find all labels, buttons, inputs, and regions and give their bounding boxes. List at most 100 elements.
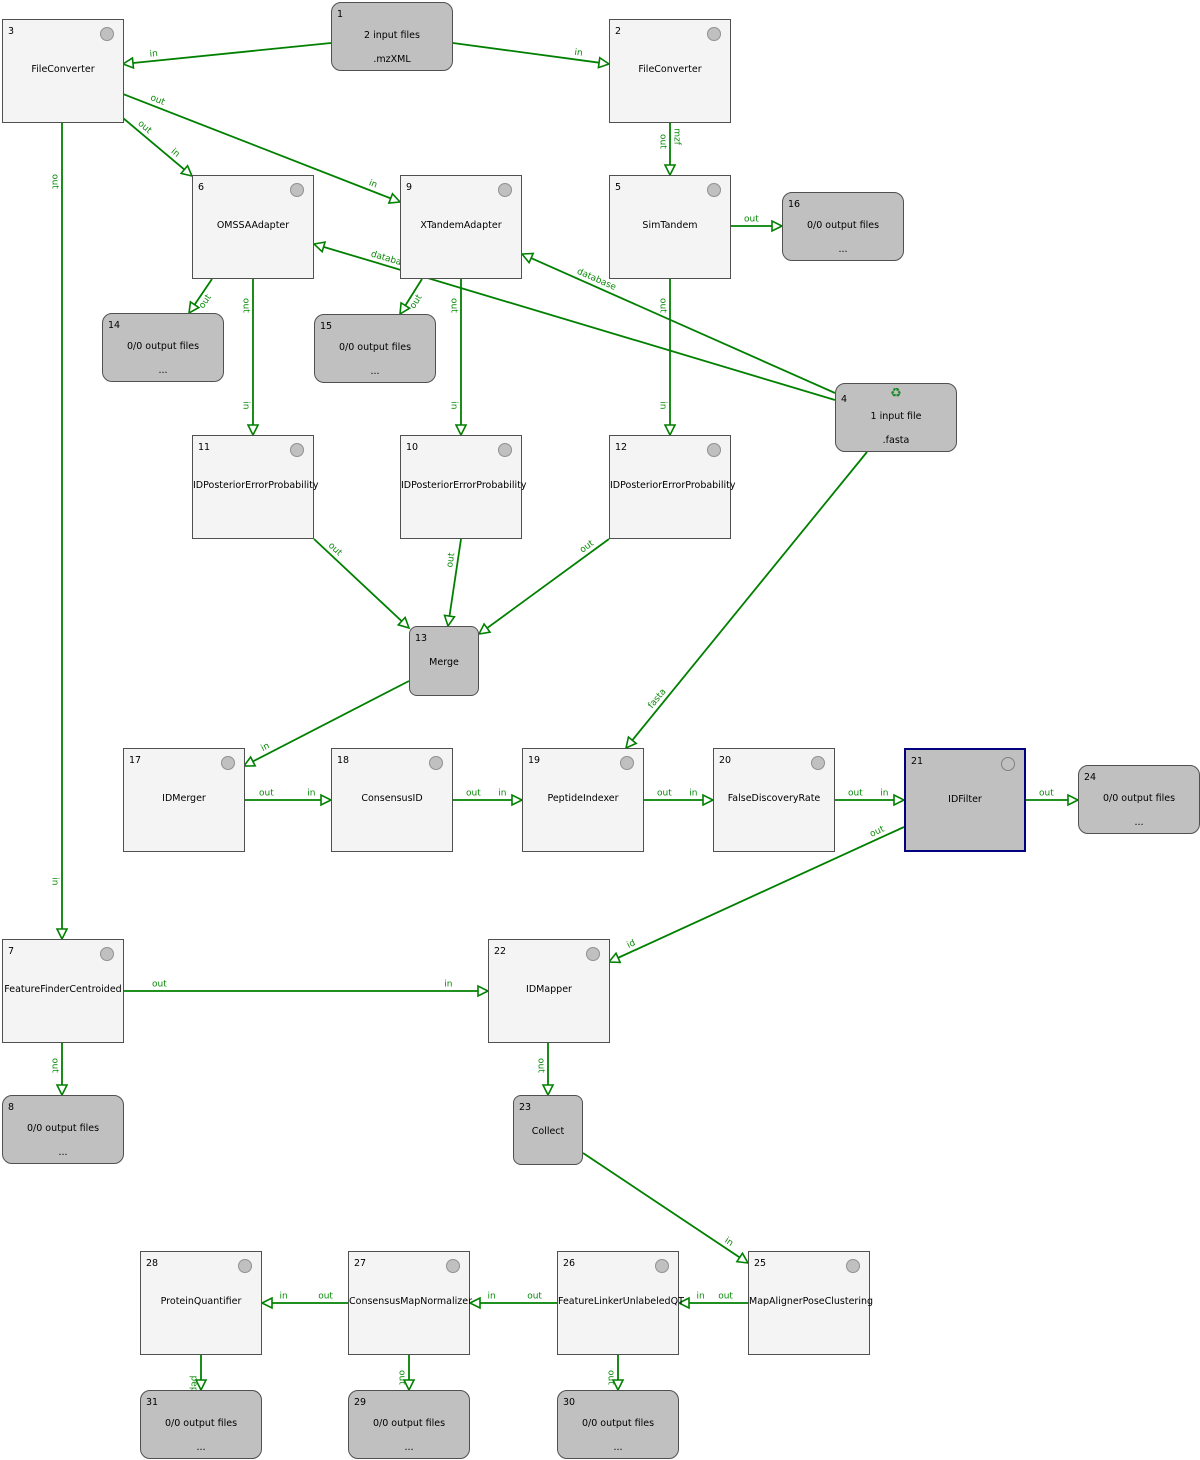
port-label-in: in (367, 178, 378, 190)
recycle-icon[interactable]: ♻ (890, 386, 902, 401)
node-number: 1 (337, 9, 344, 20)
arrowhead-icon (179, 164, 194, 178)
status-indicator-icon (707, 443, 721, 457)
edge-3-6[interactable] (122, 117, 186, 171)
merge-node-13[interactable]: 13 Merge (409, 626, 479, 696)
edge-1-2[interactable] (452, 42, 601, 64)
tool-node-3[interactable]: 3 FileConverter (2, 19, 124, 123)
edge-23-25[interactable] (582, 1152, 742, 1259)
node-number: 29 (354, 1397, 367, 1408)
edge-6-14[interactable] (193, 278, 213, 307)
output-more: ... (613, 1442, 623, 1453)
port-label-in: in (50, 877, 60, 885)
node-number: 19 (528, 755, 541, 766)
tool-node-5[interactable]: 5 SimTandem (609, 175, 731, 279)
tool-node-10[interactable]: 10 IDPosteriorErrorProbability (400, 435, 526, 539)
edge-4-19[interactable] (630, 451, 868, 742)
arrowhead-icon (541, 1084, 555, 1097)
tool-name: FileConverter (638, 64, 702, 75)
output-node-15[interactable]: 15 0/0 output files ... (314, 314, 436, 383)
node-number: 30 (563, 1397, 576, 1408)
arrowhead-icon (396, 616, 411, 630)
edge-11-13[interactable] (313, 538, 404, 623)
tool-node-7[interactable]: 7 FeatureFinderCentroided (2, 939, 124, 1043)
tool-node-27[interactable]: 27 ConsensusMapNormalizer (348, 1251, 472, 1355)
node-number: 23 (519, 1102, 532, 1113)
port-label-out: out (606, 1370, 616, 1385)
output-file-count: 0/0 output files (581, 1418, 655, 1429)
output-more: ... (838, 244, 848, 255)
tool-node-12[interactable]: 12 IDPosteriorErrorProbability (609, 435, 736, 539)
port-label-out: out (657, 789, 672, 799)
edge-12-13[interactable] (485, 538, 610, 630)
tool-node-11[interactable]: 11 IDPosteriorErrorProbability (192, 435, 318, 539)
tool-name: PeptideIndexer (547, 793, 619, 804)
status-indicator-icon (221, 756, 235, 770)
arrowhead-icon (611, 1379, 625, 1392)
tool-node-17[interactable]: 17 IDMerger (123, 748, 245, 852)
tool-name: IDPosteriorErrorProbability (610, 480, 736, 491)
input-node-1[interactable]: 1 2 input files .mzXML (331, 2, 453, 71)
tool-node-22[interactable]: 22 IDMapper (488, 939, 610, 1043)
status-indicator-icon (846, 1259, 860, 1273)
port-label-in: id (626, 938, 638, 951)
input-node-4[interactable]: 4 ♻ 1 input file .fasta (835, 383, 957, 452)
tool-node-21-selected[interactable]: 21 IDFilter (904, 748, 1026, 852)
port-label-out: out (536, 1058, 546, 1073)
output-file-count: 0/0 output files (372, 1418, 446, 1429)
tool-node-26[interactable]: 26 FeatureLinkerUnlabeledQT (557, 1251, 684, 1355)
edge-3-9[interactable] (122, 93, 392, 200)
edge-4-9[interactable] (529, 256, 836, 394)
output-file-count: 0/0 output files (164, 1418, 238, 1429)
port-label-out: out (658, 298, 668, 313)
output-file-count: 0/0 output files (806, 220, 880, 231)
status-indicator-icon (498, 183, 512, 197)
status-indicator-icon (1001, 757, 1015, 771)
node-number: 17 (129, 755, 142, 766)
output-file-count: 0/0 output files (1102, 793, 1176, 804)
output-node-24[interactable]: 24 0/0 output files ... (1078, 765, 1200, 834)
tool-node-19[interactable]: 19 PeptideIndexer (522, 748, 644, 852)
tool-name: SimTandem (642, 220, 698, 231)
tool-node-9[interactable]: 9 XTandemAdapter (400, 175, 522, 279)
edge-1-3[interactable] (131, 42, 332, 64)
node-number: 8 (8, 1102, 15, 1113)
arrowhead-icon (677, 1296, 690, 1310)
output-node-14[interactable]: 14 0/0 output files ... (102, 313, 224, 382)
port-label-out: out (136, 119, 154, 136)
tool-node-25[interactable]: 25 MapAlignerPoseClustering (748, 1251, 873, 1355)
tool-node-2[interactable]: 2 FileConverter (609, 19, 731, 123)
tool-name: Collect (531, 1126, 565, 1137)
output-node-8[interactable]: 8 0/0 output files ... (2, 1095, 124, 1164)
status-indicator-icon (811, 756, 825, 770)
tool-name: IDFilter (948, 794, 982, 805)
tool-name: IDMerger (162, 793, 206, 804)
collect-node-23[interactable]: 23 Collect (513, 1095, 583, 1165)
port-label-in: in (574, 48, 583, 59)
input-file-count: 1 input file (870, 411, 922, 422)
port-label-in: in (444, 980, 452, 990)
tool-node-28[interactable]: 28 ProteinQuantifier (140, 1251, 262, 1355)
tool-node-18[interactable]: 18 ConsensusID (331, 748, 453, 852)
port-label-in: in (880, 789, 888, 799)
input-file-type: .fasta (882, 435, 910, 446)
node-number: 16 (788, 199, 801, 210)
edge-21-22[interactable] (616, 826, 905, 960)
tool-node-6[interactable]: 6 OMSSAAdapter (192, 175, 314, 279)
arrowhead-icon (242, 755, 257, 767)
arrowhead-icon (320, 793, 333, 807)
edge-9-15[interactable] (404, 278, 423, 307)
port-label-in: in (487, 1292, 495, 1302)
edge-10-13[interactable] (448, 538, 462, 618)
tool-node-20[interactable]: 20 FalseDiscoveryRate (713, 748, 835, 852)
arrowhead-icon (443, 614, 456, 628)
arrowhead-icon (624, 735, 638, 750)
output-node-31[interactable]: 31 0/0 output files ... (140, 1390, 262, 1459)
port-label-in: in (696, 1292, 704, 1302)
edge-13-17[interactable] (251, 680, 410, 763)
output-node-30[interactable]: 30 0/0 output files ... (557, 1390, 679, 1459)
output-node-16[interactable]: 16 0/0 output files ... (782, 192, 904, 261)
node-number: 7 (8, 946, 15, 957)
output-node-29[interactable]: 29 0/0 output files ... (348, 1390, 470, 1459)
arrowhead-icon (607, 951, 622, 964)
